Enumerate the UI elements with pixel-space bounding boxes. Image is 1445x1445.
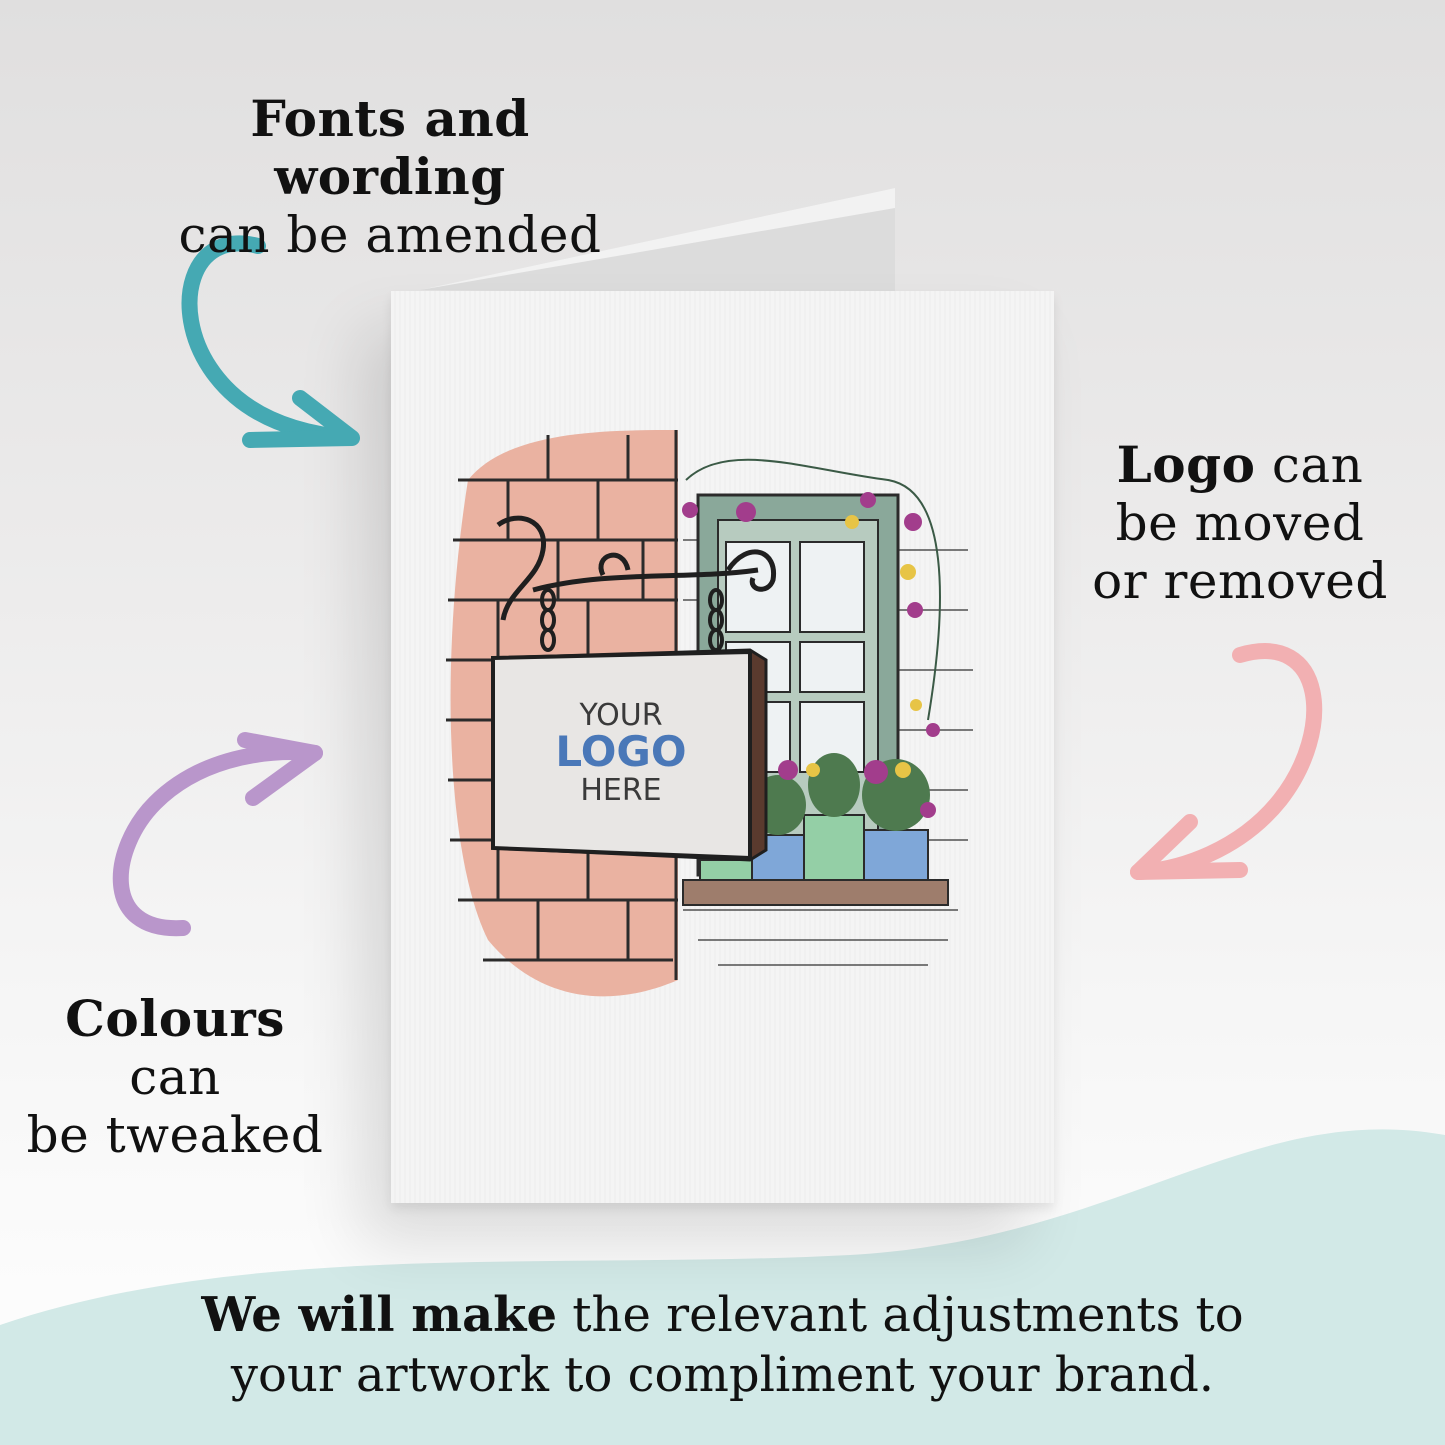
curved-arrow-icon <box>1130 643 1323 880</box>
sign-line-your: YOUR <box>578 698 662 733</box>
footer-message: We will make the relevant adjustments to… <box>180 1285 1265 1405</box>
callout-logo-bold: Logo <box>1116 435 1256 494</box>
callout-colours-bold: Colours <box>65 989 285 1048</box>
callout-fonts-rest: can be amended <box>178 206 602 264</box>
callout-colours-line2: be tweaked <box>26 1106 324 1164</box>
footer-wave-shape <box>0 1129 1445 1445</box>
callout-fonts-bold: Fonts and wording <box>250 89 530 206</box>
curved-arrow-icon <box>181 235 360 448</box>
callout-fonts-wording: Fonts and wording can be amended <box>140 89 640 265</box>
callout-logo-line2: be moved <box>1115 494 1365 552</box>
callout-colours-rest: can <box>129 1048 221 1106</box>
footer-line2: your artwork to compliment your brand. <box>230 1347 1215 1403</box>
sign-line-here: HERE <box>580 773 661 808</box>
card-back-flap <box>420 188 895 294</box>
callout-logo: Logo can be moved or removed <box>1090 435 1390 611</box>
curved-arrow-icon <box>112 732 323 937</box>
callout-logo-rest: can <box>1271 436 1364 494</box>
callout-colours: Colours can be tweaked <box>20 989 330 1165</box>
sign-line-logo: LOGO <box>555 727 686 776</box>
footer-bold: We will make <box>201 1287 557 1343</box>
shop-sign-illustration: YOUR LOGO HERE <box>446 430 973 997</box>
footer-line1: the relevant adjustments to <box>572 1287 1244 1343</box>
callout-logo-line3: or removed <box>1092 552 1388 610</box>
